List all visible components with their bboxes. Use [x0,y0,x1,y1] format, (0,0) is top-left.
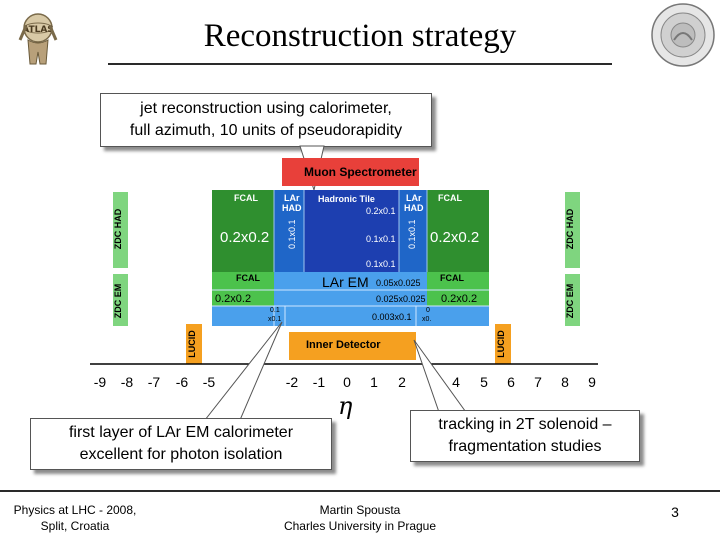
callout-right-line1: tracking in 2T solenoid – [438,416,612,433]
callout-left-line2: excellent for photon isolation [79,446,283,463]
presampler-right-1: 0 [426,307,430,314]
axis-tick: -6 [175,374,189,390]
lar-had-left-label-2: HAD [282,203,302,213]
muon-spectrometer-label: Muon Spectrometer [304,165,417,179]
zdc-had-left-label: ZDC HAD [113,208,123,250]
em-gran-2: 0.025x0.025 [376,294,426,304]
hadronic-tile-label: Hadronic Tile [318,194,375,204]
atlas-logo-icon: ATLAS [18,13,58,65]
fcal-gran-right: 0.2x0.2 [430,229,480,246]
axis-tick: -7 [147,374,161,390]
callout-larem-first-layer: first layer of LAr EM calorimeter excell… [30,418,332,470]
lar-had-left-label-1: LAr [284,193,300,203]
fcal-had-right [427,190,489,272]
footer-left-line2: Split, Croatia [40,519,110,533]
footer-center-line1: Martin Spousta [319,503,401,517]
slide-title: Reconstruction strategy [203,18,517,54]
axis-tick: -8 [120,374,134,390]
axis-tick: 2 [398,374,406,390]
tile-gran-3: 0.1x0.1 [366,259,396,269]
presampler-right-2: x0. [422,316,432,323]
page-number: 3 [671,504,679,520]
axis-tick: -5 [202,374,216,390]
lucid-right-box [495,324,511,364]
axis-tick: 7 [534,374,542,390]
fcal-had-left-label: FCAL [234,193,258,203]
axis-tick: 8 [561,374,569,390]
presampler-left-1: 0.1 [270,307,280,314]
zdc-em-left-label: ZDC EM [113,283,123,319]
footer-left: Physics at LHC - 2008, Split, Croatia [0,502,150,534]
footer-center-line2: Charles University in Prague [283,519,437,533]
lar-em-label: LAr EM [322,274,369,290]
presampler-left-2: x0.1 [268,316,282,323]
fcal-had-left [212,190,274,272]
footer-divider [0,490,720,492]
em-fcal-gran-right: 0.2x0.2 [441,293,478,305]
hec-gran-left: 0.1x0.1 [287,219,297,249]
hec-gran-right: 0.1x0.1 [407,219,417,249]
lar-had-right-label-1: LAr [406,193,422,203]
lucid-left-label: LUCID [187,330,197,358]
em-fcal-gran-left: 0.2x0.2 [215,293,252,305]
axis-tick: -1 [312,374,326,390]
fcal-em-left [212,272,274,306]
fcal-em-right [427,272,489,306]
zdc-em-left-box [113,274,128,326]
fcal-had-right-label: FCAL [438,193,462,203]
tile-gran-1: 0.2x0.1 [366,206,396,216]
axis-tick: 6 [507,374,515,390]
svg-text:ATLAS: ATLAS [22,25,54,35]
tile-gran-2: 0.1x0.1 [366,234,396,244]
zdc-had-left-box [113,192,128,268]
fcal-em-right-label: FCAL [440,273,464,283]
inner-detector-label: Inner Detector [306,339,381,351]
axis-tick: 1 [370,374,378,390]
axis-tick: 9 [588,374,596,390]
title-divider [108,63,612,65]
callout-top-line1: jet reconstruction using calorimeter, [140,100,392,117]
zdc-em-right-box [565,274,580,326]
fcal-gran-left: 0.2x0.2 [220,229,270,246]
fcal-em-left-label: FCAL [236,273,260,283]
axis-tick: -9 [93,374,107,390]
callout-right-line2: fragmentation studies [448,438,602,455]
em-gran-1: 0.05x0.025 [376,278,421,288]
callout-left-pointer [203,321,283,421]
university-seal-icon [651,3,715,67]
em-gran-3: 0.003x0.1 [372,312,412,322]
callout-left-line1: first layer of LAr EM calorimeter [68,424,294,441]
axis-tick: 4 [452,374,460,390]
callout-tracking: tracking in 2T solenoid – fragmentation … [410,410,640,462]
lar-had-right-label-2: HAD [404,203,424,213]
axis-tick: 0 [343,374,351,390]
footer-left-line1: Physics at LHC - 2008, [13,503,137,517]
lucid-right-label: LUCID [496,330,506,358]
eta-axis-label: η [338,392,353,420]
zdc-had-right-label: ZDC HAD [565,208,575,250]
axis-tick: -2 [285,374,299,390]
callout-top-line2: full azimuth, 10 units of pseudorapidity [129,122,403,139]
zdc-had-right-box [565,192,580,268]
muon-spectrometer-box [282,158,419,186]
zdc-em-right-label: ZDC EM [565,283,575,319]
lucid-left-box [186,324,202,364]
hadronic-tile-box [304,190,399,272]
inner-detector-box [289,332,416,360]
callout-jet-reconstruction: jet reconstruction using calorimeter, fu… [100,93,432,147]
footer-center: Martin Spousta Charles University in Pra… [260,502,460,534]
axis-tick: 5 [480,374,488,390]
